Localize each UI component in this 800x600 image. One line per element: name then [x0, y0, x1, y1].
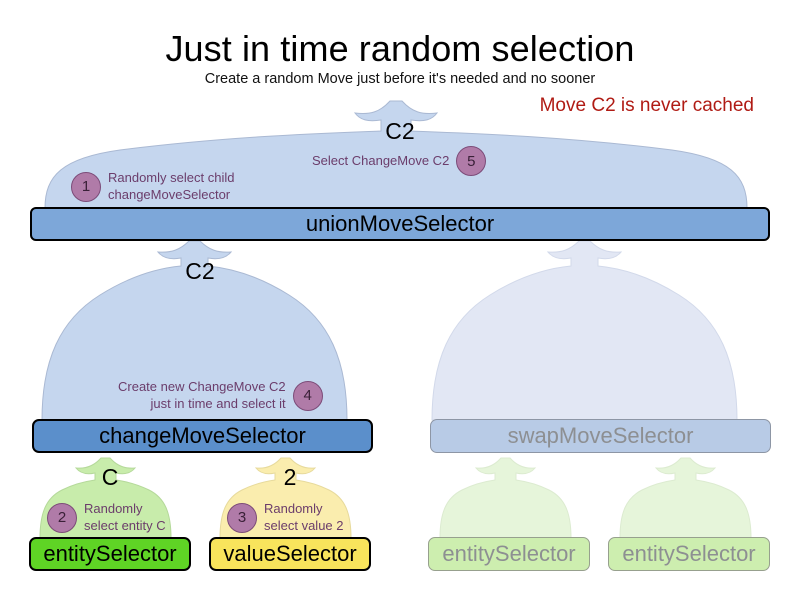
step-badge-4: 4: [292, 380, 323, 411]
node-entity-selector-active-label: entitySelector: [43, 541, 177, 567]
warning-note: Move C2 is never cached: [539, 95, 754, 116]
step-badge-3: 3: [227, 502, 257, 533]
flow-label-top: C2: [385, 118, 415, 144]
flow-label-value: 2: [283, 464, 297, 490]
node-value-selector-active-label: valueSelector: [223, 541, 357, 567]
node-swap-move-selector-label: swapMoveSelector: [507, 423, 694, 449]
annotation-step-5-text: Select ChangeMove C2: [312, 153, 449, 170]
annotation-step-4-line-1: Create new ChangeMove C2: [118, 379, 286, 394]
annotation-step-3-line-1: Randomly: [264, 501, 323, 516]
page-title: Just in time random selection: [165, 28, 635, 69]
arrow-union-to-parent: [44, 100, 748, 209]
node-entity-selector-active[interactable]: entitySelector: [29, 537, 191, 571]
annotation-step-2: 2 Randomly select entity C: [47, 501, 166, 534]
flow-label-middle: C2: [185, 258, 215, 284]
annotation-step-4: Create new ChangeMove C2 just in time an…: [118, 379, 323, 412]
annotation-step-4-text: Create new ChangeMove C2 just in time an…: [118, 379, 286, 412]
step-badge-1: 1: [71, 171, 101, 202]
annotation-step-3-line-2: select value 2: [264, 517, 344, 533]
step-badge-2: 2: [47, 502, 77, 533]
node-value-selector-active[interactable]: valueSelector: [209, 537, 371, 571]
node-entity-selector-faded-1[interactable]: entitySelector: [428, 537, 590, 571]
annotation-step-1: 1 Randomly select child changeMoveSelect…: [71, 170, 234, 203]
annotation-step-1-text: Randomly select child changeMoveSelector: [108, 170, 234, 203]
node-union-move-selector[interactable]: unionMoveSelector: [30, 207, 770, 241]
node-change-move-selector[interactable]: changeMoveSelector: [32, 419, 373, 453]
annotation-step-2-line-1: Randomly: [84, 501, 143, 516]
arrow-entity-faded-2-to-swap: [619, 457, 752, 539]
annotation-step-3: 3 Randomly select value 2: [227, 501, 344, 534]
arrow-change-to-union: [41, 240, 348, 421]
node-union-move-selector-label: unionMoveSelector: [305, 211, 495, 237]
page-subtitle: Create a random Move just before it's ne…: [204, 71, 596, 87]
annotation-step-3-text: Randomly select value 2: [264, 501, 344, 534]
node-swap-move-selector[interactable]: swapMoveSelector: [430, 419, 771, 453]
annotation-step-4-line-2: just in time and select it: [150, 395, 286, 411]
step-badge-5: 5: [456, 146, 487, 176]
annotation-step-5-line-1: Select ChangeMove C2: [312, 152, 450, 168]
annotation-step-1-line-1: Randomly select child: [108, 170, 235, 185]
node-entity-selector-faded-1-label: entitySelector: [442, 541, 576, 567]
arrow-swap-to-union: [431, 240, 738, 421]
annotation-step-5: Select ChangeMove C2 5: [312, 146, 487, 176]
node-change-move-selector-label: changeMoveSelector: [99, 423, 306, 449]
arrow-entity-faded-1-to-swap: [439, 457, 572, 539]
annotation-step-2-text: Randomly select entity C: [84, 501, 166, 534]
node-entity-selector-faded-2[interactable]: entitySelector: [608, 537, 770, 571]
annotation-step-2-line-2: select entity C: [84, 517, 166, 533]
flow-label-entity: C: [101, 464, 119, 490]
annotation-step-1-line-2: changeMoveSelector: [108, 186, 231, 202]
node-entity-selector-faded-2-label: entitySelector: [622, 541, 756, 567]
